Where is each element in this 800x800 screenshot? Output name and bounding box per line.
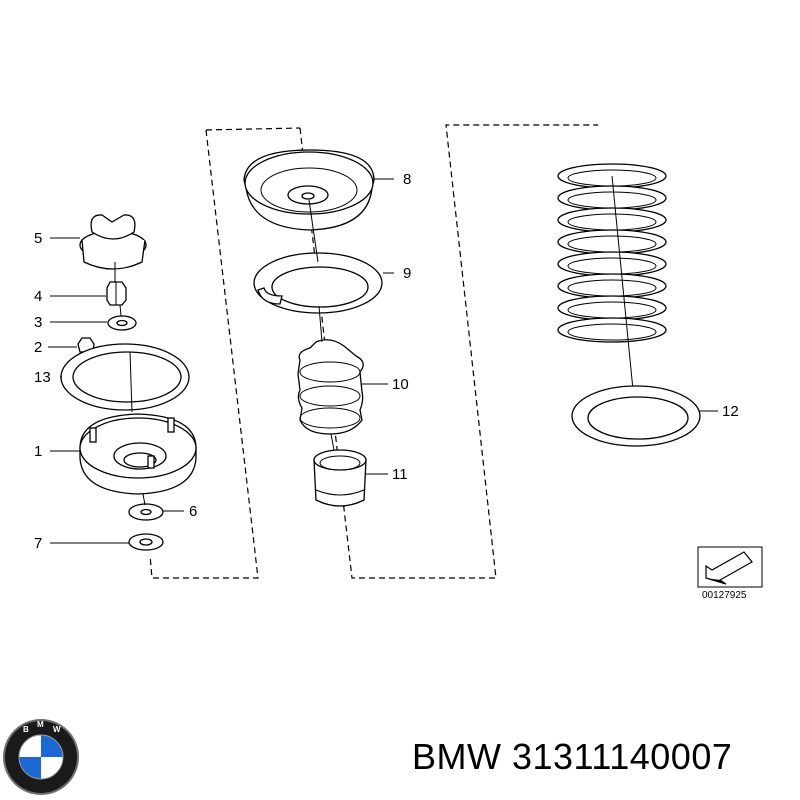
- reference-number: 00127925: [702, 590, 747, 601]
- part-12-coil-spring: [557, 163, 667, 401]
- part-2-nut: [77, 337, 95, 353]
- spring-coil: [557, 295, 667, 321]
- spring-coil: [557, 317, 667, 343]
- spring-coil-inner: [567, 323, 657, 341]
- part-9-spring-pad: [253, 252, 383, 314]
- spring-coil: [557, 185, 667, 211]
- callout-10: 10: [392, 376, 409, 393]
- svg-text:M: M: [37, 720, 44, 729]
- spring-coil: [557, 229, 667, 255]
- svg-text:B: B: [23, 725, 29, 734]
- part-1-strut-mount: [79, 413, 197, 495]
- part-number-caption: BMW 31311140007: [412, 736, 733, 777]
- callout-3: 3: [34, 314, 42, 331]
- part-6-washer: [128, 503, 164, 521]
- part-5-cap: [79, 214, 147, 270]
- callout-5: 5: [34, 230, 42, 247]
- spring-coil: [557, 251, 667, 277]
- part-13-gasket: [60, 343, 190, 411]
- callout-7: 7: [34, 535, 42, 552]
- part-11-protection-tube: [313, 449, 367, 507]
- callout-9: 9: [403, 265, 411, 282]
- callout-11: 11: [392, 466, 408, 483]
- group-bracket-left: [149, 127, 301, 579]
- spring-coil: [557, 207, 667, 233]
- callout-8: 8: [403, 171, 411, 188]
- callout-6: 6: [189, 503, 197, 520]
- part-12-spring-seat: [571, 385, 701, 447]
- part-8-spring-seat: [243, 149, 375, 231]
- part-4-nut: [106, 281, 127, 306]
- callout-1: 1: [34, 443, 42, 460]
- callout-12: 12: [722, 403, 739, 420]
- callout-4: 4: [34, 288, 42, 305]
- callout-2: 2: [34, 339, 42, 356]
- svg-text:W: W: [53, 725, 61, 734]
- part-3-washer: [107, 315, 137, 331]
- callout-13: 13: [34, 369, 51, 386]
- bmw-roundel-logo: B M W: [3, 719, 79, 795]
- spring-axis: [611, 175, 635, 401]
- part-7-washer: [128, 533, 164, 551]
- direction-arrow-icon: [697, 546, 763, 588]
- spring-coil: [557, 273, 667, 299]
- part-10-bump-stop: [297, 339, 364, 435]
